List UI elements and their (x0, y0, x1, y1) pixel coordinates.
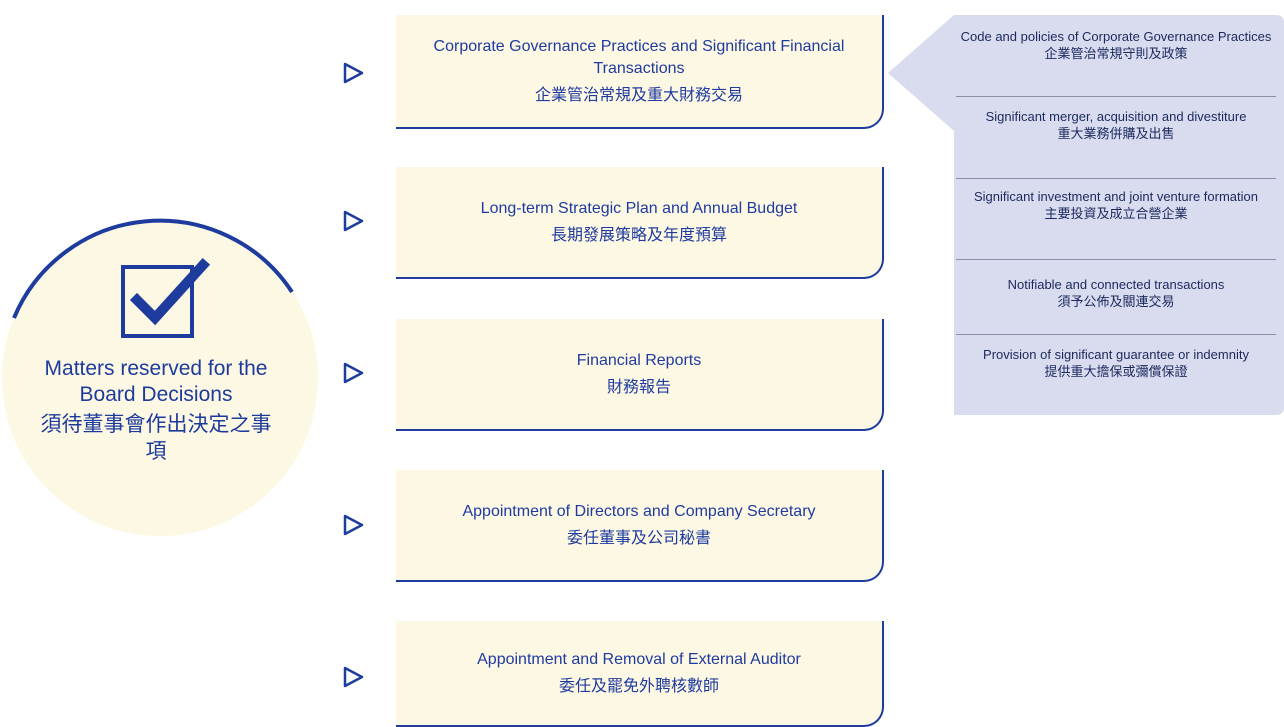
divider (956, 334, 1276, 335)
center-circle-shape (2, 218, 318, 536)
box-appointment-directors: Appointment of Directors and Company Sec… (396, 470, 884, 582)
detail-item: Significant merger, acquisition and dive… (956, 109, 1276, 142)
box-title-zh: 委任董事及公司秘書 (566, 529, 711, 547)
box-external-auditor: Appointment and Removal of External Audi… (396, 621, 884, 727)
detail-item: Code and policies of Corporate Governanc… (956, 29, 1276, 62)
callout-shape (888, 15, 1284, 415)
detail-item-en: Code and policies of Corporate Governanc… (960, 29, 1272, 44)
arrow-right-icon (343, 666, 364, 688)
box-title-zh: 財務報告 (606, 378, 671, 396)
box-governance: Corporate Governance Practices and Signi… (396, 15, 884, 129)
detail-item-en: Significant merger, acquisition and dive… (985, 109, 1247, 124)
box-financial-reports: Financial Reports 財務報告 (396, 319, 884, 431)
center-title-zh: 須待董事會作出決定之事項 (40, 413, 272, 463)
box-title-zh: 委任及罷免外聘核數師 (558, 677, 719, 695)
divider (956, 178, 1276, 179)
detail-item-en: Significant investment and joint venture… (974, 189, 1258, 204)
center-title-en: Matters reserved for the Board Decisions (44, 357, 268, 406)
center-circle: Matters reserved for the Board Decisions… (0, 0, 320, 727)
checkbox-check-icon (121, 257, 211, 338)
box-title-zh: 長期發展策略及年度預算 (550, 226, 727, 244)
box-title-en: Corporate Governance Practices and Signi… (433, 37, 845, 77)
center-title: Matters reserved for the Board Decisions… (40, 356, 272, 465)
detail-item: Notifiable and connected transactions 須予… (956, 277, 1276, 310)
arrow-right-icon (343, 62, 364, 84)
detail-item-zh: 提供重大擔保或彌償保證 (1044, 364, 1188, 379)
detail-item-zh: 重大業務併購及出售 (1057, 126, 1175, 141)
detail-item: Provision of significant guarantee or in… (956, 347, 1276, 380)
detail-item-zh: 須予公佈及關連交易 (1057, 294, 1175, 309)
detail-item: Significant investment and joint venture… (956, 189, 1276, 222)
box-title-en: Financial Reports (576, 351, 702, 369)
box-title-en: Appointment and Removal of External Audi… (477, 650, 801, 668)
box-title-zh: 企業管治常規及重大財務交易 (534, 86, 743, 104)
box-strategic-plan: Long-term Strategic Plan and Annual Budg… (396, 167, 884, 279)
detail-item-en: Provision of significant guarantee or in… (983, 347, 1249, 362)
detail-item-zh: 主要投資及成立合營企業 (1044, 206, 1188, 221)
detail-item-zh: 企業管治常規守則及政策 (1044, 46, 1188, 61)
divider (956, 96, 1276, 97)
divider (956, 259, 1276, 260)
box-title-en: Long-term Strategic Plan and Annual Budg… (480, 199, 798, 217)
governance-detail-panel: Code and policies of Corporate Governanc… (886, 15, 1284, 415)
arrow-right-icon (343, 514, 364, 536)
arrow-right-icon (343, 210, 364, 232)
arrow-right-icon (343, 362, 364, 384)
box-title-en: Appointment of Directors and Company Sec… (462, 502, 816, 520)
detail-item-en: Notifiable and connected transactions (1007, 277, 1225, 292)
